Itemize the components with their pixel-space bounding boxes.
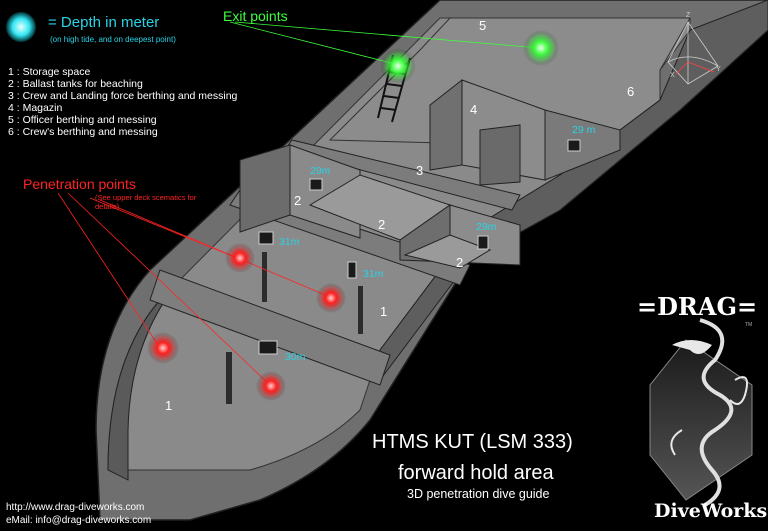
logo-tm: TM	[745, 322, 753, 328]
axis-y-label: Y	[716, 66, 721, 73]
wall-right-1	[544, 109, 621, 181]
compartment-number: 3	[416, 163, 424, 178]
penetration-leader-lines	[57, 192, 331, 386]
compartment-number: 1	[380, 304, 388, 319]
website-link[interactable]: http://www.drag-diveworks.com	[6, 502, 145, 513]
penetration-marker	[147, 332, 179, 364]
magazine-inner	[479, 124, 521, 186]
depth-legend-subtitle: (on high tide, and on deepest point)	[50, 35, 176, 44]
depth-label: 30m	[285, 351, 306, 363]
legend-item: 6 : Crew's berthing and messing	[8, 126, 158, 138]
bulkhead-front	[149, 269, 391, 386]
compartment-number: 1	[165, 398, 173, 413]
legend-item: 3 : Crew and Landing force berthing and …	[8, 90, 238, 102]
legend-item: 4 : Magazin	[8, 102, 63, 114]
penetration-marker	[316, 283, 346, 313]
penetration-points-label: Penetration points	[23, 176, 136, 192]
axis-z-label: Z	[686, 12, 691, 19]
tank-box-f	[403, 234, 492, 269]
guide-title: HTMS KUT (LSM 333)	[372, 431, 573, 453]
logo-bottom-text: DiveWorks	[654, 500, 768, 522]
exit-leader-lines	[229, 21, 541, 65]
compartment-number: 4	[470, 102, 478, 117]
portholes	[258, 139, 581, 355]
penetration-marker	[256, 371, 286, 401]
exit-points-label: Exit points	[223, 8, 288, 24]
exit-marker	[523, 30, 559, 66]
penetration-points-note: (See upper deck scematics for details)	[95, 193, 197, 211]
penetration-marker	[225, 243, 255, 273]
depth-legend-title: = Depth in meter	[48, 14, 160, 31]
drag-diveworks-logo	[649, 318, 753, 507]
legend-item: 5 : Officer berthing and messing	[8, 114, 157, 126]
depth-marker-icon	[6, 12, 36, 42]
depth-label: 31m	[279, 236, 300, 248]
exit-marker	[380, 48, 416, 84]
depth-label: 29m	[310, 165, 331, 177]
email-link[interactable]: eMail: info@drag-diveworks.com	[6, 515, 152, 526]
compartment-number: 2	[456, 255, 464, 270]
guide-caption: 3D penetration dive guide	[407, 487, 550, 501]
axis-x-label: X	[670, 72, 675, 79]
legend-item: 1 : Storage space	[8, 66, 91, 78]
pillars	[226, 252, 363, 404]
compartment-number: 5	[479, 18, 487, 33]
guide-subtitle: forward hold area	[398, 462, 554, 484]
logo-top-text: =DRAG=	[637, 292, 758, 321]
compartment-number: 2	[294, 193, 302, 208]
axis-gizmo-icon	[667, 21, 719, 85]
depth-label: 31m	[363, 268, 384, 280]
compartment-number: 2	[378, 217, 386, 232]
depth-label: 29m	[476, 221, 497, 233]
legend-item: 2 : Ballast tanks for beaching	[8, 78, 143, 90]
depth-label: 29 m	[572, 124, 596, 136]
bulkhead-row3	[284, 139, 521, 211]
compartment-number: 6	[627, 84, 635, 99]
